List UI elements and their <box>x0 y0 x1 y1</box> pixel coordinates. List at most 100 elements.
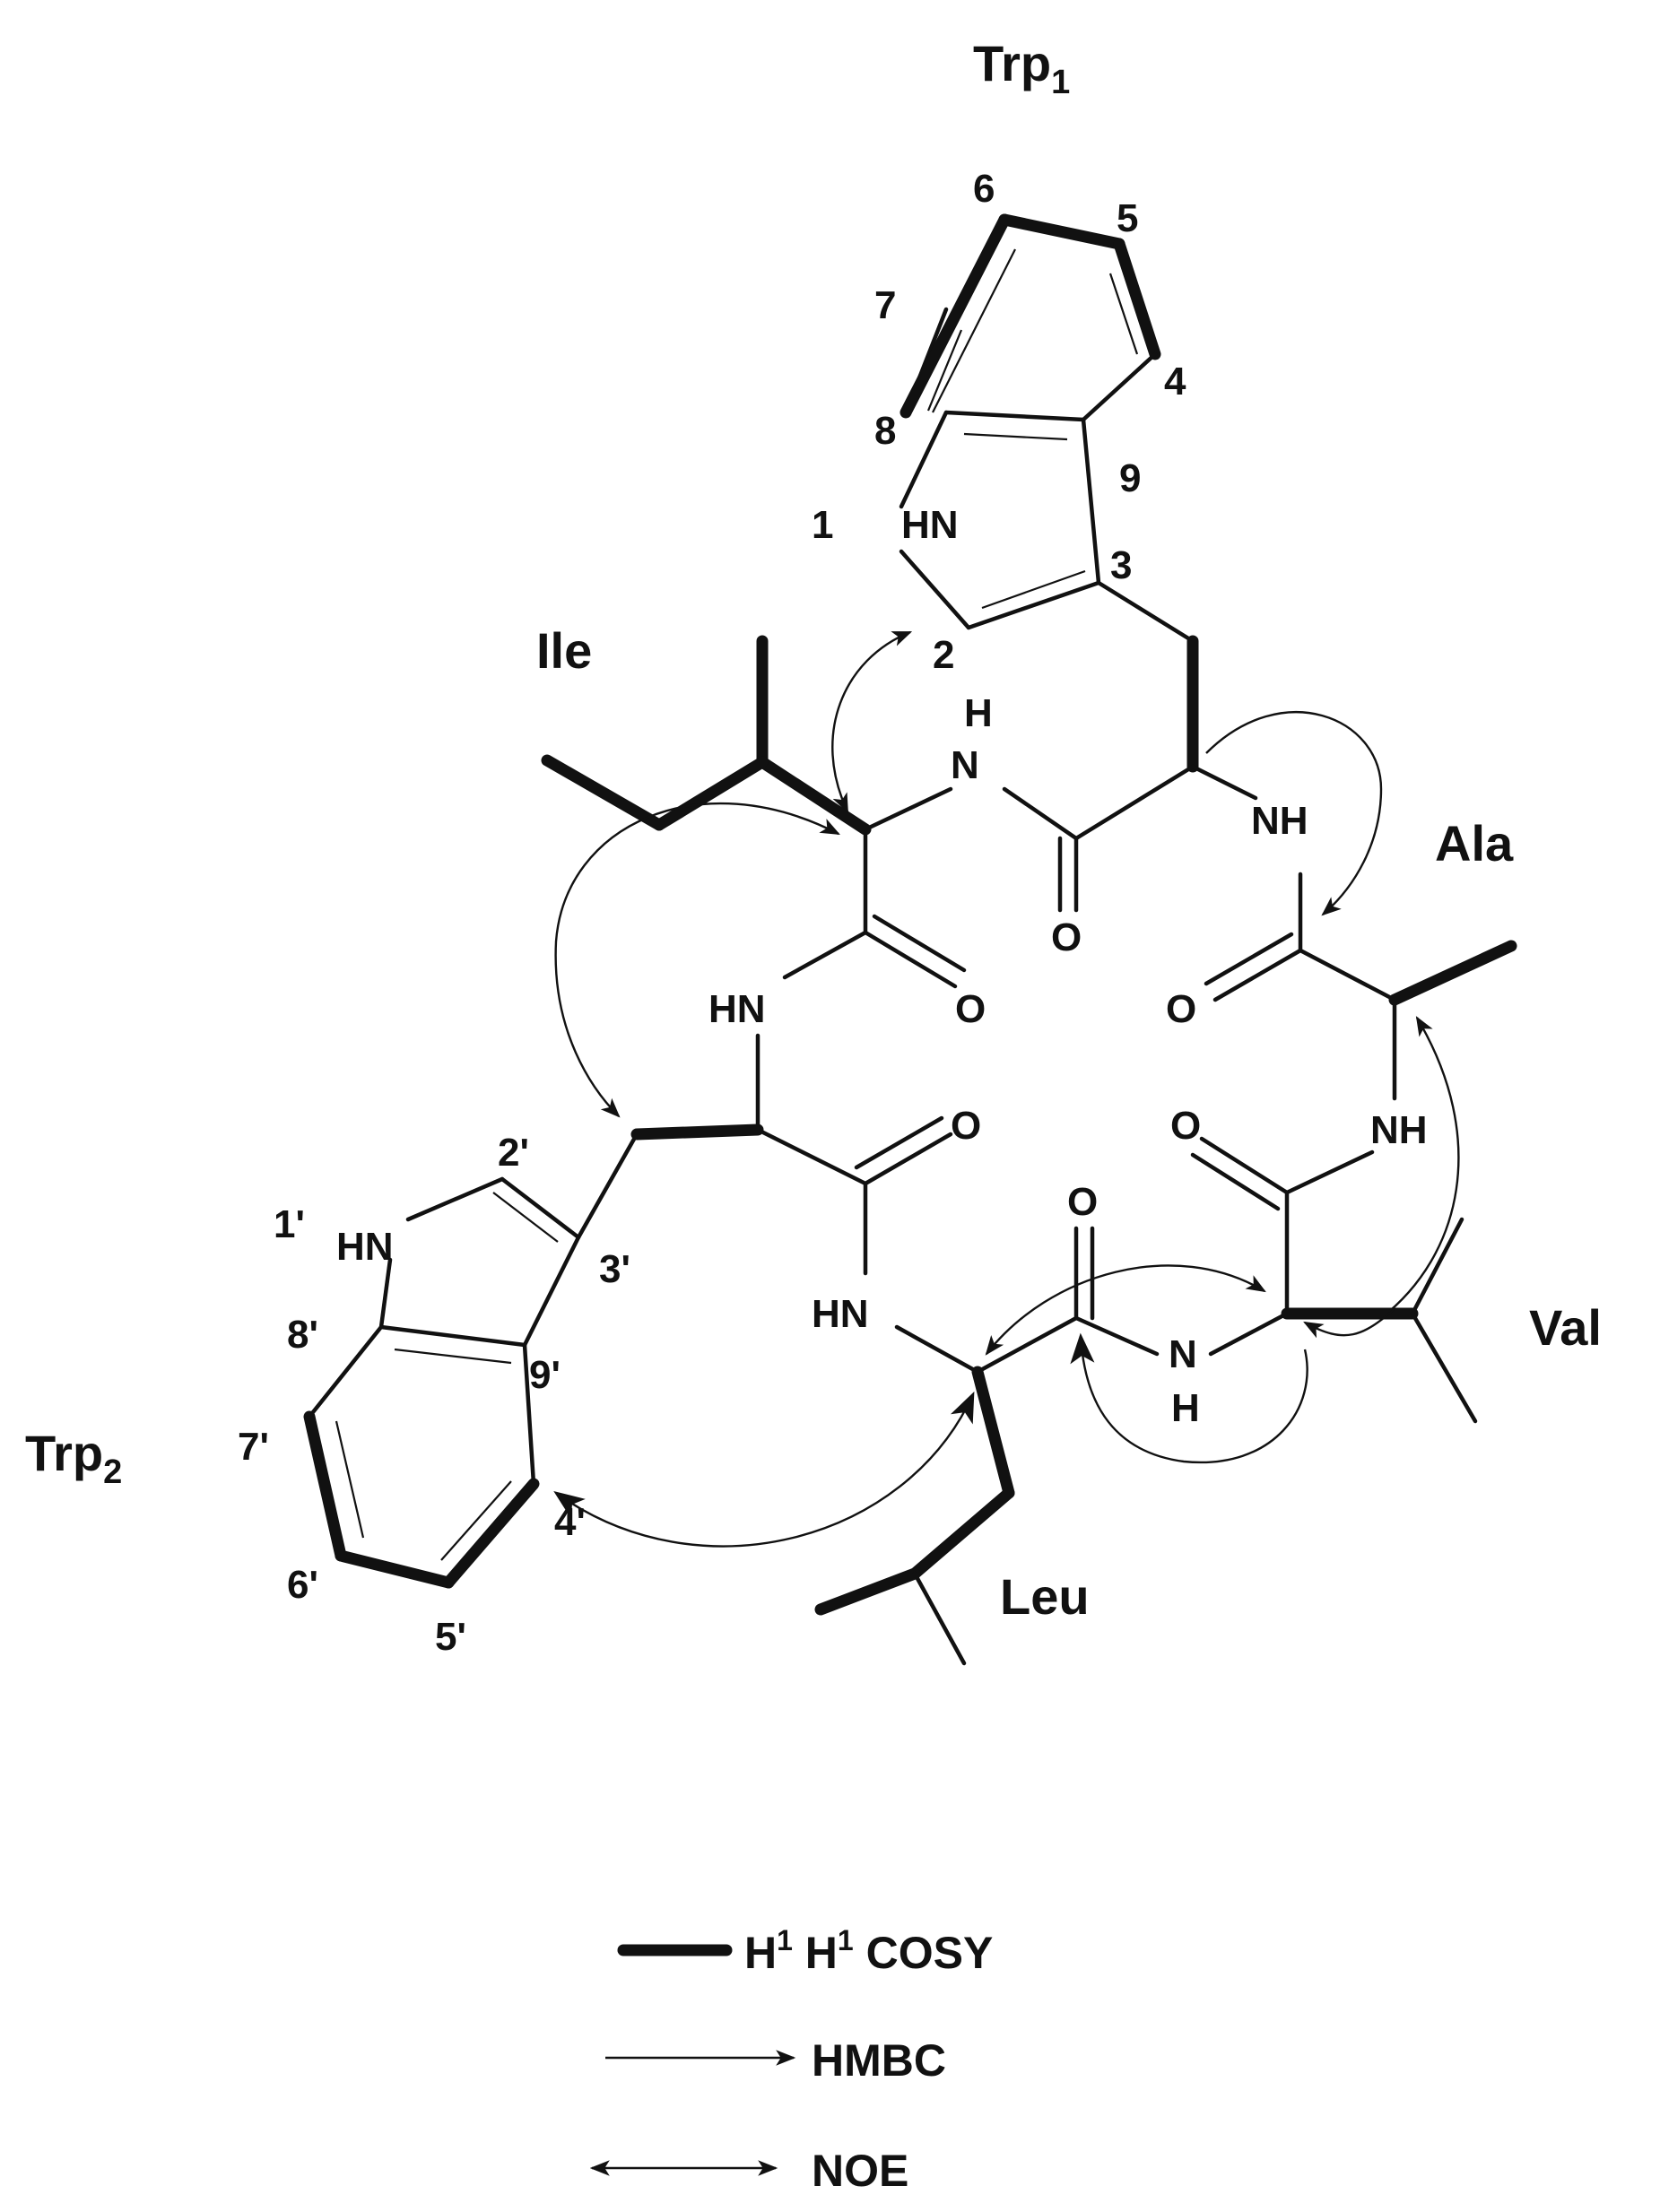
bond-val-cb-cg1 <box>1410 1217 1464 1316</box>
hmbc-arrow-valb <box>1303 1308 1395 1339</box>
cosy-c5p-c6p <box>335 1549 455 1589</box>
hmbc-arrow-val-leu <box>1070 1332 1308 1464</box>
bond-co4-n <box>1073 1315 1160 1357</box>
bond-n-valca <box>1208 1311 1290 1357</box>
bond-c3p-c3ap <box>522 1235 581 1348</box>
trp1-num-6: 6 <box>973 167 995 211</box>
legend-noe-label: NOE <box>812 2146 908 2196</box>
bond-c5-c4-inner <box>1108 273 1139 355</box>
label-o-ala: O <box>1166 987 1196 1031</box>
trp2-numbering: 1' 2' 3' 4' 5' 6' 7' 8' 9' <box>238 1131 630 1659</box>
trp2-num-2: 2' <box>498 1131 529 1175</box>
residue-labels: Trp1 Ile Ala Val Leu Trp2 <box>25 35 1602 1625</box>
bond-c7p-c7ap <box>307 1324 384 1419</box>
trp2-num-3: 3' <box>599 1247 630 1291</box>
trp1-num-4: 4 <box>1164 360 1186 403</box>
bond-cb-c3p <box>576 1132 639 1240</box>
trp1-num-5: 5 <box>1117 196 1138 240</box>
bond-c2-c3-inner <box>981 569 1086 610</box>
bond-n1p-c7ap <box>378 1257 393 1330</box>
noe-arrow-trp2-leu <box>553 1391 975 1548</box>
noe-arrow-ile-trp1 <box>831 630 913 813</box>
bond-co5-nh <box>1284 1149 1375 1195</box>
trp1-indole <box>899 213 1199 773</box>
bond-co3-o <box>863 1132 953 1186</box>
cosy-ala-me <box>1388 940 1517 1006</box>
leu-sidechain <box>814 1366 1015 1666</box>
bond-val-cb-cg2 <box>1410 1311 1478 1424</box>
bond-c2-c3 <box>966 580 1101 630</box>
label-hn-ile: HN <box>708 987 766 1031</box>
bond-co1-nh <box>1002 786 1079 841</box>
label-val-h: H <box>1171 1386 1200 1430</box>
residue-trp1: Trp1 <box>973 35 1070 101</box>
cosy-leu-ca-cb <box>971 1366 1015 1499</box>
ile-sidechain <box>541 635 872 836</box>
residue-val: Val <box>1529 1299 1602 1356</box>
bond-c2p-n1p <box>405 1176 505 1222</box>
noe-arrow-ile-trp2 <box>554 802 840 1118</box>
bond-c7a-n1 <box>899 410 949 509</box>
label-trp2-hn: HN <box>336 1225 394 1269</box>
trp2-indole <box>303 1123 764 1589</box>
trp2-num-1: 1' <box>274 1202 305 1246</box>
bond-c3a-c7a <box>943 410 1086 422</box>
cosy-ile-cg-cd <box>541 754 665 831</box>
trp2-num-4: 4' <box>554 1500 586 1544</box>
bond-c3ap-c4p <box>522 1342 536 1487</box>
cosy-leu-cg-cd1 <box>814 1567 921 1616</box>
bond-trp1ca-co <box>1073 764 1195 841</box>
bond-co6-o-dbl <box>1204 932 1294 986</box>
cosy-c5-c4 <box>1113 238 1161 360</box>
trp1-numbering: 1 2 3 4 5 6 7 8 9 <box>812 167 1186 677</box>
residue-ala: Ala <box>1435 815 1514 872</box>
bond-co2-hn <box>782 930 868 980</box>
bond-c6p-c7p-inner <box>335 1420 365 1539</box>
label-o4: O <box>1067 1180 1098 1224</box>
label-trp1-hn: HN <box>901 503 959 547</box>
trp1-num-3: 3 <box>1110 543 1132 587</box>
bond-c3-cb <box>1096 580 1195 644</box>
trp2-num-8: 8' <box>287 1313 318 1357</box>
hmbc-arrow-trp1-ala <box>1205 711 1383 916</box>
bond-trp2ca-co <box>755 1127 868 1186</box>
bond-leu-cg-cd2 <box>912 1571 967 1666</box>
bond-nh-ileca <box>863 786 953 832</box>
bond-n1-c2 <box>899 549 971 630</box>
label-val-n: N <box>1169 1332 1197 1376</box>
cosy-trp2-ca-cb <box>630 1123 764 1141</box>
label-o2: O <box>955 987 986 1031</box>
correlation-arrows <box>553 630 1460 1548</box>
legend-hmbc-label: HMBC <box>812 2035 946 2086</box>
val-sidechain <box>1281 1217 1478 1424</box>
bond-c3a-c7a-inner <box>963 432 1068 441</box>
trp1-num-2: 2 <box>933 633 954 677</box>
residue-leu: Leu <box>1000 1568 1090 1625</box>
bond-leuca-co <box>975 1315 1079 1375</box>
bond-co5-o <box>1199 1136 1290 1195</box>
label-o3: O <box>951 1104 981 1148</box>
trp1-num-7: 7 <box>874 283 896 327</box>
trp2-num-9: 9' <box>529 1353 561 1397</box>
macrocycle <box>755 764 1517 1375</box>
bond-alaca-co <box>1298 948 1397 1002</box>
bond-c7-c7a-inner <box>926 329 963 412</box>
cosy-ile-cb-cg <box>653 756 769 831</box>
label-hn-leu: HN <box>812 1292 869 1336</box>
bond-co5-o-dbl <box>1190 1152 1281 1211</box>
cosy-c6p-c7p <box>303 1410 347 1562</box>
cosy-c6-c5 <box>998 213 1125 250</box>
bond-hn-leuca <box>894 1324 980 1375</box>
label-ala-nh: NH <box>1251 799 1308 843</box>
label-o5: O <box>1170 1104 1201 1148</box>
residue-ile: Ile <box>536 622 592 679</box>
residue-trp2: Trp2 <box>25 1425 122 1491</box>
cosy-c4p-c5p <box>442 1478 540 1589</box>
cosy-leu-cb-cg <box>908 1487 1015 1580</box>
label-ile-h: H <box>964 691 993 735</box>
label-val-nh: NH <box>1370 1108 1428 1152</box>
cosy-ile-ca-cb <box>756 756 872 836</box>
bond-co6-o <box>1212 948 1303 1002</box>
